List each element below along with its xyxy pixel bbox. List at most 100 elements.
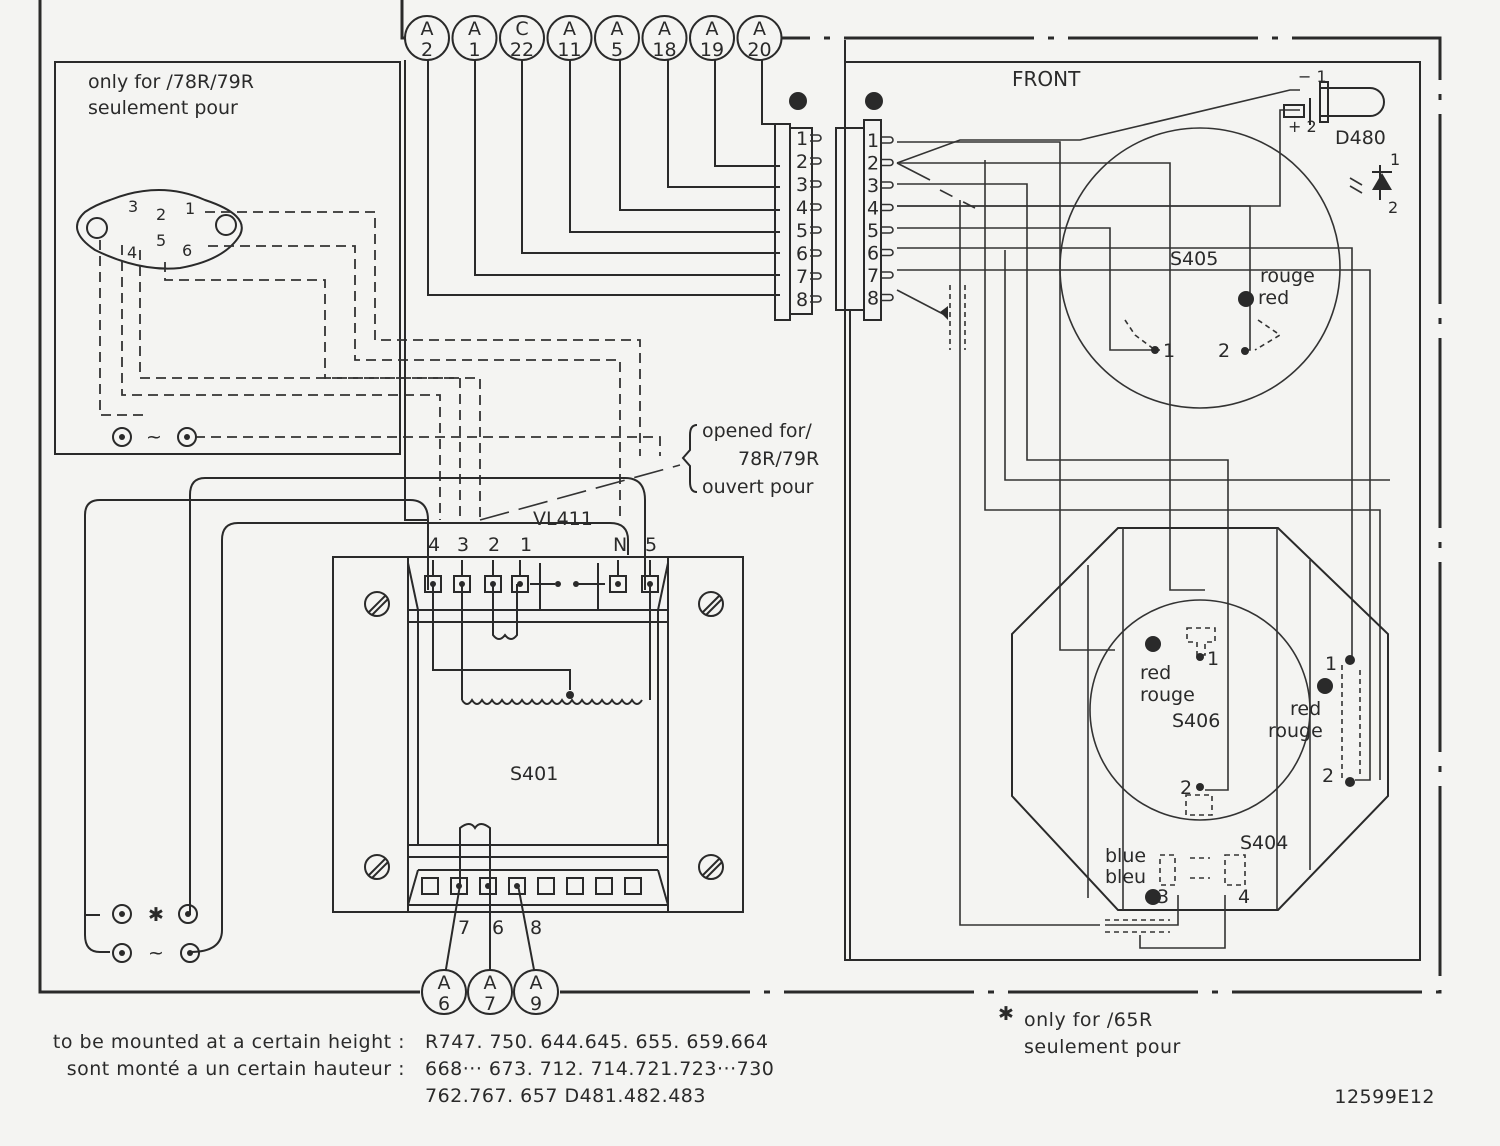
opened-note-line1: opened for/ <box>702 420 812 442</box>
connector-pin: 4 <box>796 197 822 219</box>
connector-bubble: A20 <box>736 15 783 61</box>
bubble-letter: A <box>611 18 624 40</box>
s405-label: S405 <box>1170 248 1218 270</box>
socket-pin-3: 3 <box>128 197 138 216</box>
bubble-number: 20 <box>747 39 771 61</box>
screw-icon <box>364 591 390 617</box>
mount-refs-line3: 762.767. 657 D481.482.483 <box>425 1085 706 1107</box>
ac-symbol-bottom: ~ <box>148 942 164 964</box>
screw-icon <box>698 854 724 880</box>
mount-note-en: to be mounted at a certain height : <box>53 1031 405 1053</box>
pin-number: 7 <box>867 265 879 287</box>
star-symbol: ✱ <box>148 904 164 926</box>
s405-color-fr: rouge <box>1260 265 1315 287</box>
s401-bottom-terminal <box>595 877 613 895</box>
bubble-number: 9 <box>530 993 542 1015</box>
vl411-terminal: 1 <box>511 534 532 593</box>
pin-number: 1 <box>867 130 879 152</box>
opened-for-note: opened for/ 78R/79R ouvert pour <box>479 420 819 521</box>
pin-number: 8 <box>796 289 808 311</box>
vl411-terminal-label: 3 <box>457 534 469 556</box>
led-pin-plus: + 2 <box>1288 117 1317 136</box>
led-pin-minus: − 1 <box>1298 67 1327 86</box>
s401-bottom-terminal <box>508 877 526 895</box>
connector-pin: 8 <box>867 288 894 310</box>
vl411-terminal: N <box>609 534 627 593</box>
s401-term-7: 7 <box>458 917 470 939</box>
connector-bubble: A9 <box>513 969 559 1015</box>
screw-icon <box>698 591 724 617</box>
bubble-number: 22 <box>510 39 534 61</box>
connector-bubble: A11 <box>546 15 593 61</box>
connector-bubble: C22 <box>499 15 545 61</box>
screw-icon <box>364 854 390 880</box>
bubble-number: 6 <box>438 993 450 1015</box>
pin-number: 6 <box>796 243 808 265</box>
mount-note-fr: sont monté a un certain hauteur : <box>67 1058 405 1080</box>
bubble-number: 2 <box>421 39 433 61</box>
option-box: only for /78R/79R seulement pour 3 2 1 4… <box>54 61 661 520</box>
connector-pin: 6 <box>867 243 894 265</box>
front-label: FRONT <box>1012 67 1081 91</box>
din-socket: 3 2 1 4 5 6 <box>76 189 243 270</box>
s401-bottom-terminal <box>624 877 642 895</box>
outer-boundary <box>38 0 1442 994</box>
vl411-label: VL411 <box>533 508 593 530</box>
pin-number: 2 <box>796 151 808 173</box>
socket-pin-4: 4 <box>127 243 137 262</box>
mount-refs-line2: 668··· 673. 712. 714.721.723···730 <box>425 1058 774 1080</box>
vl411-terminal: 2 <box>484 534 502 593</box>
star-note-mark: ✱ <box>998 1003 1014 1025</box>
s401-term-8: 8 <box>530 917 542 939</box>
bubble-letter: A <box>530 972 543 994</box>
option-box-line2: seulement pour <box>88 97 238 119</box>
bubble-number: 1 <box>468 39 480 61</box>
s404-color-fr: bleu <box>1105 866 1146 888</box>
bubble-letter: A <box>468 18 481 40</box>
connector-left-key-dot <box>789 92 807 110</box>
front-panel: FRONT − 1 + 2 D480 <box>844 61 1421 961</box>
top-wires <box>404 60 780 521</box>
s405-pin1: 1 <box>1163 340 1175 362</box>
connector-pin: 6 <box>796 243 822 265</box>
s405-pin2: 2 <box>1218 340 1230 362</box>
bubble-letter: C <box>515 18 528 40</box>
pin-number: 5 <box>796 220 808 242</box>
bubble-letter: A <box>658 18 671 40</box>
pin-number: 4 <box>867 198 879 220</box>
star-note-line1: only for /65R <box>1024 1009 1153 1031</box>
socket-pin-2: 2 <box>156 205 166 224</box>
led-label: D480 <box>1335 127 1386 149</box>
s404-color-en: blue <box>1105 845 1146 867</box>
star-note-line2: seulement pour <box>1024 1036 1181 1058</box>
footer-notes: to be mounted at a certain height : sont… <box>53 1003 1435 1108</box>
vl411-terminal-label: 4 <box>428 534 440 556</box>
vl411-terminal: 3 <box>453 534 471 593</box>
connector-pin: 5 <box>796 220 822 242</box>
left-loop-wires: ✱ ~ <box>84 477 646 964</box>
option-box-line1: only for /78R/79R <box>88 71 254 93</box>
bubble-letter: A <box>563 18 576 40</box>
connector-pin: 3 <box>867 175 894 197</box>
connector-pin: 1 <box>867 130 894 152</box>
mount-refs-line1: R747. 750. 644.645. 655. 659.664 <box>425 1031 768 1053</box>
connector-bubble: A5 <box>594 15 640 61</box>
pin-number: 7 <box>796 266 808 288</box>
connector-pin: 7 <box>796 266 822 288</box>
pin-number: 3 <box>796 174 808 196</box>
socket-pin-1: 1 <box>185 199 195 218</box>
bubble-number: 18 <box>652 39 676 61</box>
s401-label: S401 <box>510 763 558 785</box>
bubble-letter: A <box>421 18 434 40</box>
s401-bottom-terminal <box>566 877 584 895</box>
bubble-number: 19 <box>700 39 724 61</box>
s401-term-6: 6 <box>492 917 504 939</box>
connector-pin: 2 <box>867 153 894 175</box>
led-symbol-pin2: 2 <box>1388 198 1398 217</box>
connector-bubble: A6 <box>421 969 467 1015</box>
